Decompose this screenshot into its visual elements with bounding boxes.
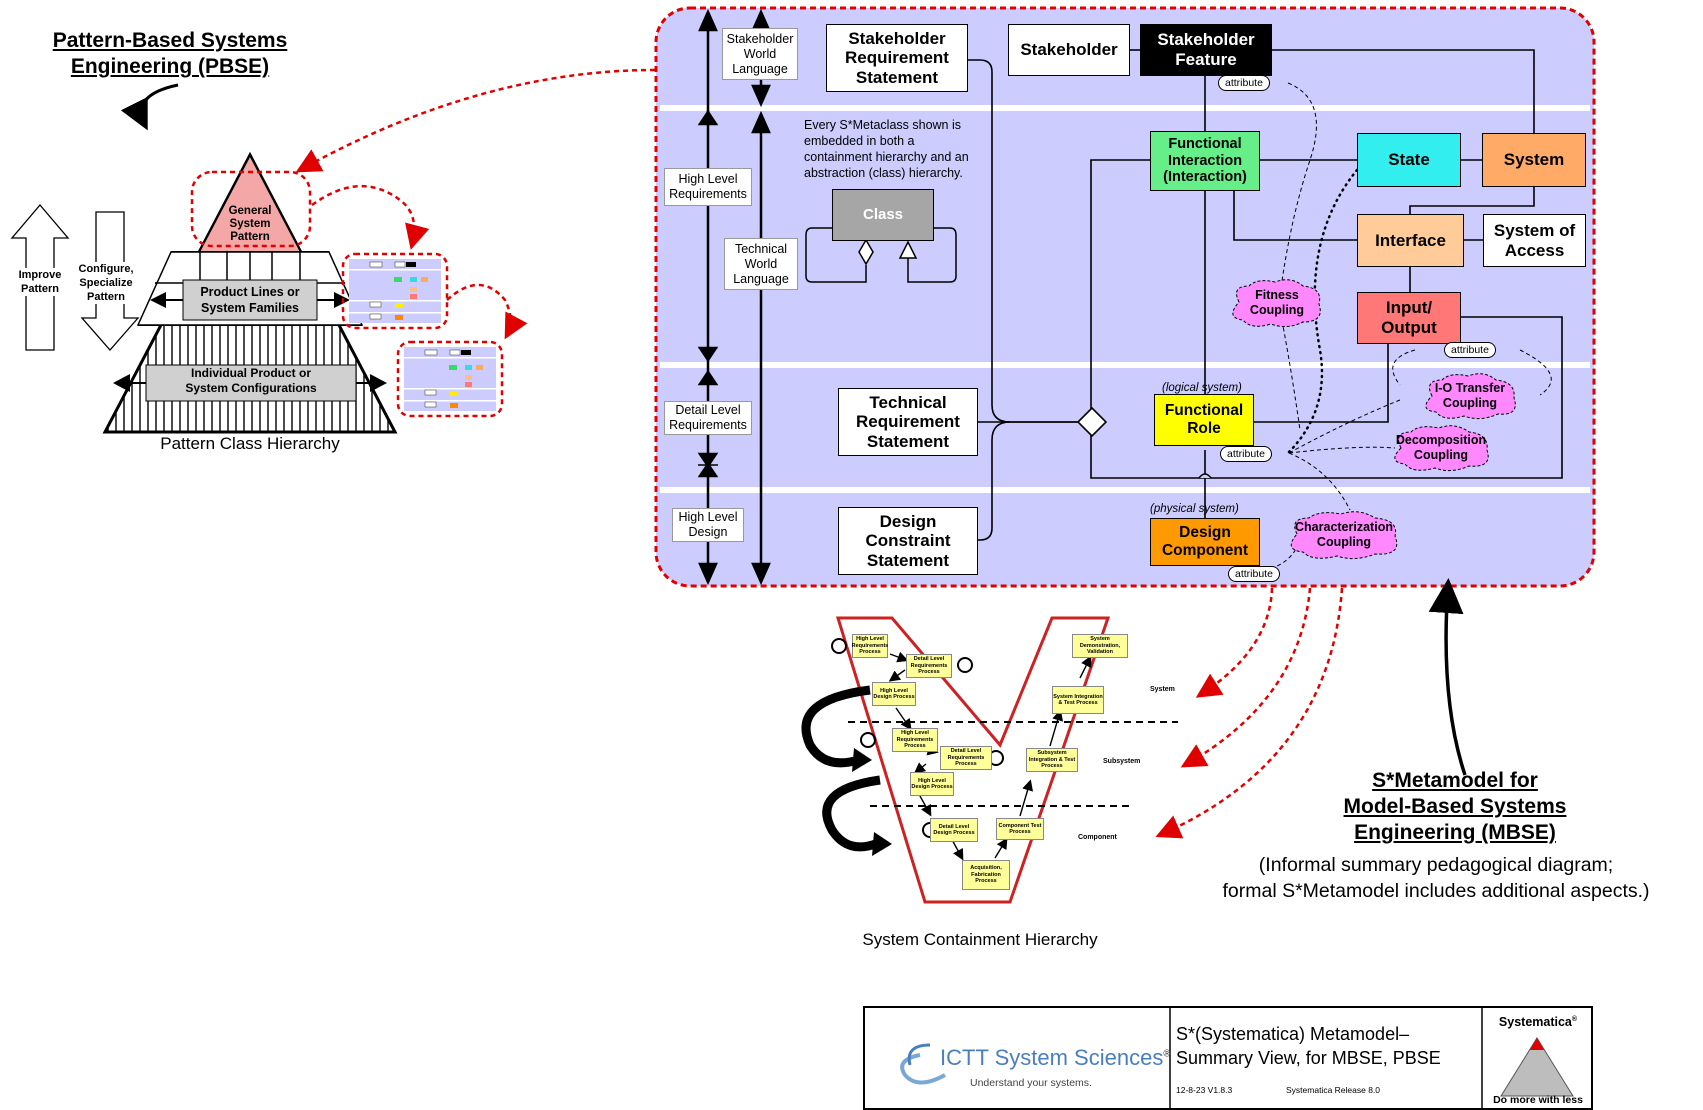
metaclass-note: Every S*Metaclass shown is embedded in b…: [804, 118, 969, 180]
attribute-role: attribute: [1220, 446, 1272, 462]
system-box: System: [1482, 133, 1586, 187]
vee-box-demonstration: System Demonstration, Validation: [1072, 634, 1128, 658]
vee-level-system: System: [1150, 686, 1175, 693]
general-system-pattern: General System Pattern: [228, 205, 272, 243]
vee-box-subsystem-test: Subsystem Integration & Test Process: [1026, 748, 1078, 772]
vee-level-component: Component: [1078, 834, 1117, 841]
red-callouts: [190, 68, 1344, 839]
footer-release: Systematica Release 8.0: [1286, 1085, 1381, 1095]
band-high-level-design: High Level Design: [672, 508, 744, 542]
pbse-curved-arrow: [120, 83, 179, 131]
functional-interaction-box: Functional Interaction (Interaction): [1150, 131, 1260, 191]
mbse-arrow: [1428, 578, 1467, 776]
dotted-state-line: [1287, 168, 1359, 454]
improve-pattern-label: Improve Pattern: [12, 268, 68, 296]
input-output-box: Input/ Output: [1357, 292, 1461, 344]
vee-level-subsystem: Subsystem: [1103, 758, 1141, 765]
stakeholder-requirement-statement: Stakeholder Requirement Statement: [826, 24, 968, 92]
footer-title: S*(Systematica) Metamodel– Summary View,…: [1176, 1022, 1476, 1070]
footer-version: 12-8-23 V1.8.3: [1176, 1085, 1233, 1095]
attribute-component: attribute: [1228, 566, 1280, 582]
footer-box: [863, 1006, 1593, 1110]
decomposition-coupling-cloud-shape: [1394, 425, 1489, 472]
system-of-access-box: System of Access: [1483, 214, 1586, 267]
thumbnail-1: [349, 259, 441, 323]
attribute-feature: attribute: [1218, 75, 1270, 91]
footer-company-name: ICTT System Sciences®: [940, 1045, 1171, 1070]
product-lines-label: Product Lines or System Families: [200, 285, 300, 315]
logical-system-label: (logical system): [1162, 382, 1242, 394]
configure-pattern-label: Configure, Specialize Pattern: [72, 262, 140, 304]
pbse-title-line2: Engineering (PBSE): [70, 55, 270, 78]
stakeholder-box: Stakeholder: [1008, 24, 1130, 76]
individual-product-label: Individual Product or System Configurati…: [185, 366, 317, 395]
band-arrows: [697, 8, 771, 586]
state-box: State: [1357, 133, 1461, 187]
system-containment-caption: System Containment Hierarchy: [862, 930, 1098, 949]
class-hierarchy-icon: [805, 227, 957, 283]
functional-role-box: Functional Role: [1154, 394, 1254, 446]
band-detail-level-requirements: Detail Level Requirements: [664, 401, 752, 435]
vee-box-hlrp-sys: High Level Requirements Process: [852, 634, 888, 658]
io-transfer-coupling-cloud-shape: [1425, 373, 1516, 420]
vee-box-hldp-sys: High Level Design Process: [872, 682, 916, 706]
mbse-subtitle: (Informal summary pedagogical diagram; f…: [1172, 852, 1700, 904]
vee-box-system-test: System Integration & Test Process: [1052, 686, 1104, 714]
characterization-coupling-cloud-shape: [1290, 511, 1398, 560]
footer-title-line1: S*(Systematica) Metamodel–: [1176, 1024, 1410, 1044]
vee-box-hlrp-sub: High Level Requirements Process: [892, 728, 938, 752]
footer-brand: Systematica®: [1498, 1015, 1578, 1029]
class-box: Class: [832, 189, 934, 241]
characterization-coupling: Characterization Coupling: [1295, 520, 1393, 549]
mbse-subtitle-line2: formal S*Metamodel includes additional a…: [1222, 880, 1650, 902]
interface-box: Interface: [1357, 214, 1464, 267]
technical-requirement-statement: Technical Requirement Statement: [838, 388, 978, 456]
decomposition-coupling: Decomposition Coupling: [1395, 433, 1487, 462]
attribute-io: attribute: [1444, 342, 1496, 358]
band-technical-world: Technical World Language: [724, 238, 798, 290]
band-high-level-requirements: High Level Requirements: [664, 168, 752, 206]
mbse-title: S*Metamodel for Model-Based Systems Engi…: [1310, 768, 1600, 846]
fitness-coupling-cloud-shape: [1232, 279, 1321, 328]
pbse-title: Pattern-Based Systems Engineering (PBSE): [30, 28, 310, 80]
design-constraint-statement: Design Constraint Statement: [838, 507, 978, 575]
vee-box-component-test: Component Test Process: [996, 818, 1044, 840]
stakeholder-feature-box: Stakeholder Feature: [1140, 24, 1272, 76]
vee-box-acquisition: Acquisition, Fabrication Process: [962, 860, 1010, 890]
footer-slogan: Do more with less: [1493, 1094, 1583, 1106]
design-component-box: Design Component: [1150, 518, 1260, 566]
mbse-title-line1: S*Metamodel for: [1372, 769, 1538, 792]
pbse-title-line1: Pattern-Based Systems: [52, 29, 288, 52]
vee-box-dlrp-sys: Detail Level Requirements Process: [906, 654, 952, 678]
mbse-title-line2: Model-Based Systems: [1343, 795, 1567, 818]
mbse-title-line3: Engineering (MBSE): [1354, 821, 1556, 844]
physical-system-label: (physical system): [1150, 503, 1239, 515]
io-transfer-coupling: I-O Transfer Coupling: [1434, 381, 1506, 410]
footer-title-line2: Summary View, for MBSE, PBSE: [1176, 1048, 1441, 1068]
footer-tagline: Understand your systems.: [970, 1077, 1092, 1089]
vee-box-hldp-sub: High Level Design Process: [910, 772, 954, 796]
band-stakeholder-world: Stakeholder World Language: [722, 28, 798, 80]
vee-box-dlrp-sub: Detail Level Requirements Process: [940, 746, 992, 770]
vee-box-dldp: Detail Level Design Process: [930, 818, 978, 842]
pattern-class-hierarchy-caption: Pattern Class Hierarchy: [160, 434, 340, 453]
mbse-subtitle-line1: (Informal summary pedagogical diagram;: [1258, 854, 1614, 876]
thumbnail-2: [404, 347, 496, 411]
pbse-pyramid: [102, 151, 398, 434]
fitness-coupling: Fitness Coupling: [1249, 288, 1305, 317]
